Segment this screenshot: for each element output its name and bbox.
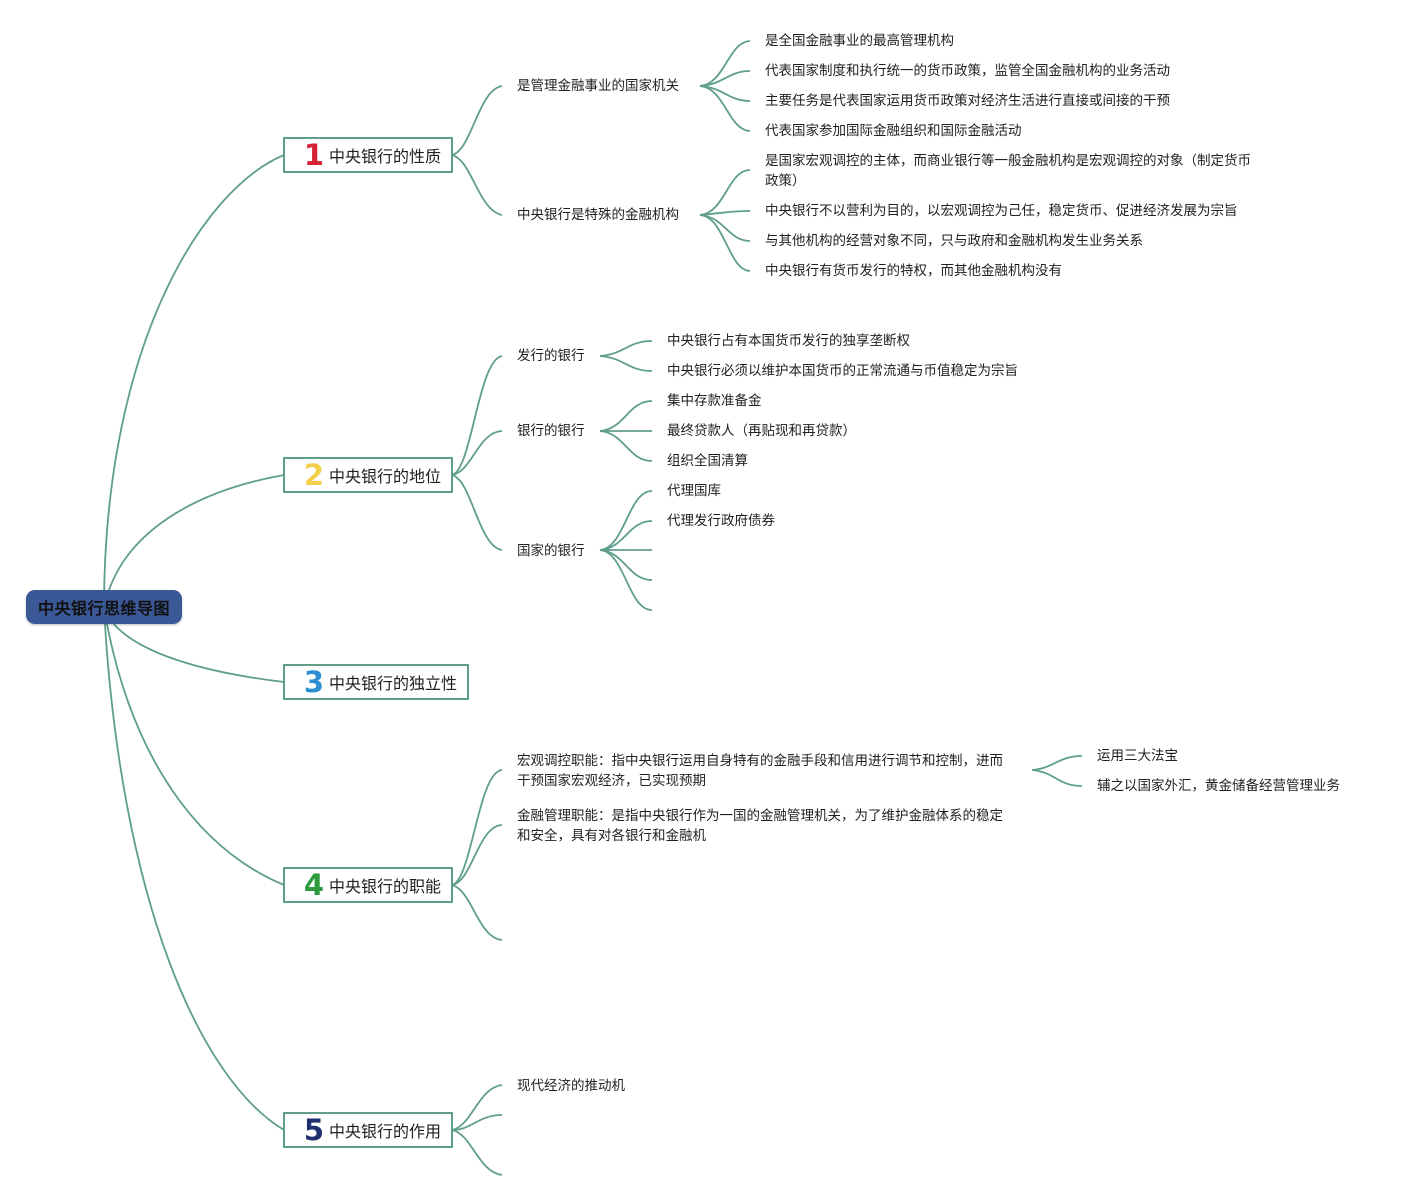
leaf-node[interactable]: 组织全国清算 [667, 453, 748, 469]
root-node[interactable]: 中央银行思维导图 [26, 590, 182, 624]
number-1-icon: 1 [303, 137, 325, 172]
number-5-icon: 5 [303, 1112, 325, 1147]
leaf-node[interactable]: 代理发行政府债券 [667, 513, 775, 529]
connector-t2s2-i3 [599, 430, 653, 462]
connector-t2s3-i5 [599, 549, 653, 611]
leaf-node[interactable]: 代理国库 [667, 483, 721, 499]
connector-t2s3-i1 [599, 490, 653, 551]
subtopic-node[interactable]: 中央银行是特殊的金融机构 [517, 207, 679, 223]
leaf-node[interactable]: 是国家宏观调控的主体，而商业银行等一般金融机构是宏观调控的对象（制定货币政策） [765, 153, 1251, 189]
connector-t2-s3 [451, 474, 503, 551]
leaf-node[interactable]: 辅之以国家外汇，黄金储备经营管理业务 [1097, 778, 1340, 794]
topic-label: 中央银行的职能 [328, 877, 441, 896]
connector-t1s1-i2 [699, 70, 751, 87]
leaf-node[interactable]: 代表国家制度和执行统一的货币政策，监管全国金融机构的业务活动 [765, 63, 1170, 79]
connector-root-topic1 [103, 154, 285, 609]
subtopic-node[interactable]: 是管理金融事业的国家机关 [517, 78, 679, 94]
leaf-node[interactable]: 集中存款准备金 [667, 393, 762, 409]
connector-t2-s2 [451, 430, 503, 476]
number-3-icon: 3 [303, 664, 325, 699]
number-4-icon: 4 [303, 867, 325, 902]
subtopic-node[interactable]: 国家的银行 [517, 543, 585, 559]
connector-t2s1-i2 [599, 355, 653, 372]
topic-label: 中央银行的独立性 [328, 674, 457, 693]
connector-t2-s1 [451, 355, 503, 476]
connector-t4-s3 [451, 884, 503, 941]
connector-t1-s1 [451, 85, 503, 156]
topic-label: 中央银行的性质 [328, 147, 441, 166]
connector-t4-s2 [451, 824, 503, 886]
subtopic-node[interactable]: 宏观调控职能：指中央银行运用自身特有的金融手段和信用进行调节和控制，进而干预国家… [517, 753, 1003, 789]
leaf-node[interactable]: 与其他机构的经营对象不同，只与政府和金融机构发生业务关系 [765, 233, 1143, 249]
connector-t4s1-i2 [1031, 769, 1083, 787]
topic-label: 中央银行的作用 [328, 1122, 441, 1141]
connector-t4-s1 [451, 769, 503, 886]
connector-t1s2-i2 [699, 210, 751, 216]
topic-status[interactable]: 2 中央银行的地位 [283, 457, 453, 493]
leaf-node[interactable]: 中央银行占有本国货币发行的独享垄断权 [667, 333, 910, 349]
connector-root-topic2 [103, 474, 285, 609]
number-2-icon: 2 [303, 457, 325, 492]
connector-root-topic5 [103, 607, 285, 1131]
topic-roles[interactable]: 5 中央银行的作用 [283, 1112, 453, 1148]
connector-t1-s2 [451, 154, 503, 216]
leaf-node[interactable]: 最终贷款人（再贴现和再贷款） [667, 423, 856, 439]
connector-t1s2-i1 [699, 169, 751, 216]
topic-nature[interactable]: 1 中央银行的性质 [283, 137, 453, 173]
leaf-node[interactable]: 中央银行不以营利为目的，以宏观调控为己任，稳定货币、促进经济发展为宗旨 [765, 203, 1238, 219]
topic-independence[interactable]: 3 中央银行的独立性 [283, 664, 469, 700]
subtopic-node[interactable]: 金融管理职能：是指中央银行作为一国的金融管理机关，为了维护金融体系的稳定和安全，… [517, 808, 1003, 844]
connector-t5-s2 [451, 1114, 503, 1131]
connector-t5-s1 [451, 1084, 503, 1131]
leaf-node[interactable]: 中央银行必须以维护本国货币的正常流通与币值稳定为宗旨 [667, 363, 1018, 379]
leaf-node[interactable]: 中央银行有货币发行的特权，而其他金融机构没有 [765, 263, 1062, 279]
subtopic-node[interactable]: 银行的银行 [517, 423, 585, 439]
subtopic-node[interactable]: 发行的银行 [517, 348, 585, 364]
leaf-node[interactable]: 运用三大法宝 [1097, 748, 1178, 764]
topic-label: 中央银行的地位 [328, 467, 441, 486]
leaf-node[interactable]: 主要任务是代表国家运用货币政策对经济生活进行直接或间接的干预 [765, 93, 1170, 109]
connector-t5-s3 [451, 1129, 503, 1176]
subtopic-node[interactable]: 现代经济的推动机 [517, 1078, 625, 1094]
leaf-node[interactable]: 是全国金融事业的最高管理机构 [765, 33, 954, 49]
connector-root-topic4 [103, 607, 285, 886]
connector-t1s1-i4 [699, 85, 751, 132]
connector-t2s1-i1 [599, 340, 653, 357]
connector-t2s2-i1 [599, 400, 653, 432]
connector-t2s3-i4 [599, 549, 653, 581]
connector-t1s2-i4 [699, 214, 751, 272]
connector-t1s2-i3 [699, 214, 751, 242]
topic-functions[interactable]: 4 中央银行的职能 [283, 867, 453, 903]
connector-t2s3-i2 [599, 520, 653, 551]
leaf-node[interactable]: 代表国家参加国际金融组织和国际金融活动 [765, 123, 1022, 139]
root-label: 中央银行思维导图 [37, 599, 170, 618]
connector-t4s1-i1 [1031, 755, 1083, 771]
